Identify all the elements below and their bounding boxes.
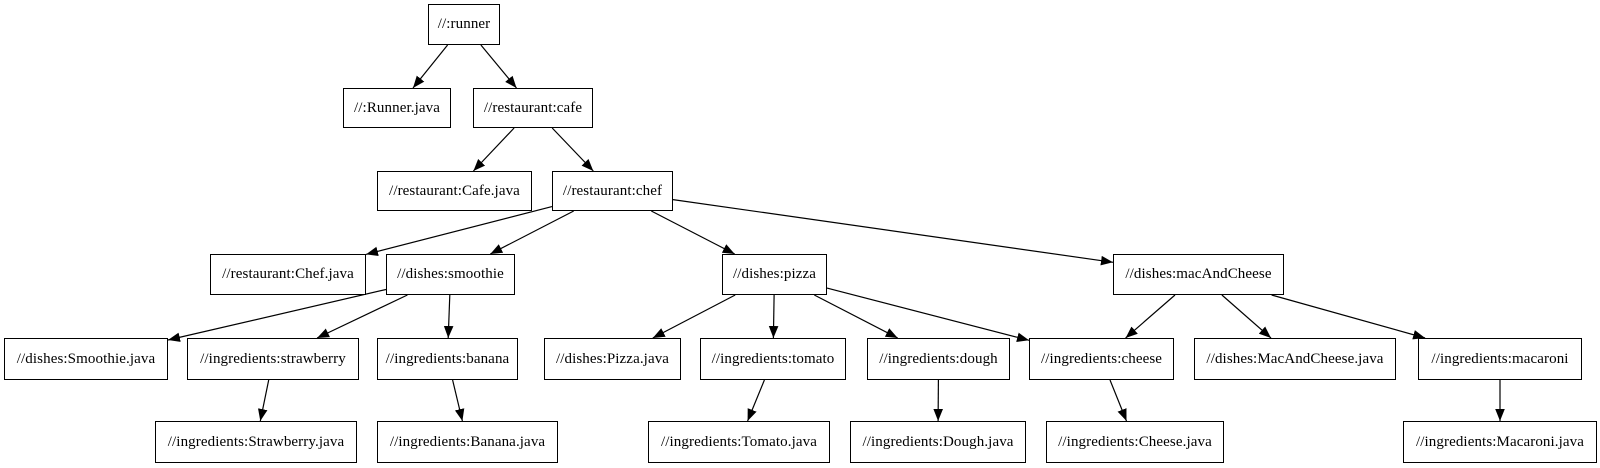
- graph-node-banana-java: //ingredients:Banana.java: [377, 421, 558, 463]
- graph-edge-pizza-to-tomato: [768, 294, 779, 339]
- graph-node-smoothie: //dishes:smoothie: [386, 254, 515, 295]
- graph-edge-pizza-to-pizza-java: [652, 294, 736, 339]
- graph-node-mac-and-cheese: //dishes:macAndCheese: [1113, 254, 1284, 295]
- graph-node-banana: //ingredients:banana: [377, 338, 518, 380]
- graph-edge-chef-to-mac-and-cheese: [672, 199, 1114, 266]
- graph-node-runner-java: //:Runner.java: [343, 88, 451, 128]
- graph-edge-chef-to-pizza: [651, 210, 735, 255]
- graph-node-strawberry: //ingredients:strawberry: [187, 338, 359, 380]
- graph-node-dough: //ingredients:dough: [867, 338, 1010, 380]
- edge-lines: [167, 44, 1505, 422]
- graph-edge-smoothie-to-banana: [443, 294, 454, 339]
- graph-edge-runner-to-runner-java: [412, 44, 449, 89]
- graph-node-strawberry-java: //ingredients:Strawberry.java: [155, 421, 357, 463]
- graph-node-tomato-java: //ingredients:Tomato.java: [648, 421, 830, 463]
- graph-node-cheese-java: //ingredients:Cheese.java: [1046, 421, 1224, 463]
- graph-node-cafe-java: //restaurant:Cafe.java: [377, 171, 532, 211]
- graph-node-chef-java: //restaurant:Chef.java: [210, 254, 366, 295]
- graph-node-smoothie-java: //dishes:Smoothie.java: [4, 338, 168, 380]
- graph-node-chef: //restaurant:chef: [552, 171, 673, 211]
- graph-edge-smoothie-to-smoothie-java: [167, 288, 387, 342]
- graph-edge-chef-to-smoothie: [490, 210, 574, 255]
- graph-node-runner: //:runner: [428, 4, 500, 45]
- graph-edge-runner-to-cafe: [480, 44, 517, 89]
- graph-node-macaroni: //ingredients:macaroni: [1418, 338, 1582, 380]
- graph-edge-pizza-to-cheese: [826, 287, 1030, 342]
- graph-edge-chef-to-chef-java: [365, 206, 553, 257]
- graph-node-dough-java: //ingredients:Dough.java: [850, 421, 1026, 463]
- graph-node-cafe: //restaurant:cafe: [473, 88, 593, 128]
- graph-node-cheese: //ingredients:cheese: [1029, 338, 1174, 380]
- graph-edge-mac-and-cheese-to-mac-and-cheese-java: [1221, 294, 1272, 339]
- graph-node-mac-and-cheese-java: //dishes:MacAndCheese.java: [1194, 338, 1396, 380]
- graph-edge-mac-and-cheese-to-cheese: [1125, 294, 1176, 339]
- graph-edge-mac-and-cheese-to-macaroni: [1271, 294, 1426, 340]
- graph-edge-cafe-to-cafe-java: [472, 127, 515, 172]
- graph-node-tomato: //ingredients:tomato: [700, 338, 846, 380]
- graph-edge-cheese-to-cheese-java: [1109, 379, 1128, 422]
- graph-edge-tomato-to-tomato-java: [747, 379, 765, 422]
- graph-edge-cafe-to-chef: [551, 127, 594, 172]
- graph-node-macaroni-java: //ingredients:Macaroni.java: [1403, 421, 1597, 463]
- graph-node-pizza-java: //dishes:Pizza.java: [544, 338, 681, 380]
- graph-edge-strawberry-to-strawberry-java: [258, 379, 270, 422]
- graph-node-pizza: //dishes:pizza: [722, 254, 827, 295]
- graph-edge-smoothie-to-strawberry: [316, 294, 408, 339]
- graph-edge-pizza-to-dough: [814, 294, 898, 339]
- graph-edge-banana-to-banana-java: [452, 379, 465, 422]
